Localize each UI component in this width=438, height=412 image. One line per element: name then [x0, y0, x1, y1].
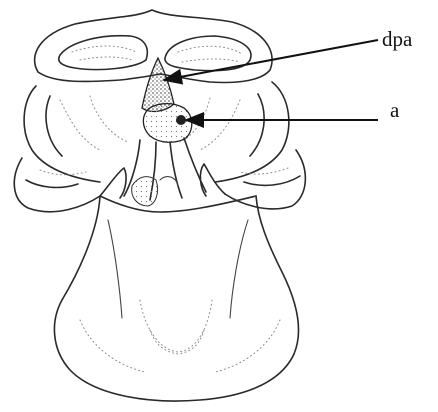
central-stalks [124, 138, 206, 206]
label-a: a [390, 98, 400, 122]
leader-line-dpa [164, 40, 378, 80]
lower-cup [54, 196, 298, 401]
label-dpa: dpa [382, 27, 413, 51]
lower-collar [14, 150, 305, 212]
structure-a [143, 104, 191, 143]
